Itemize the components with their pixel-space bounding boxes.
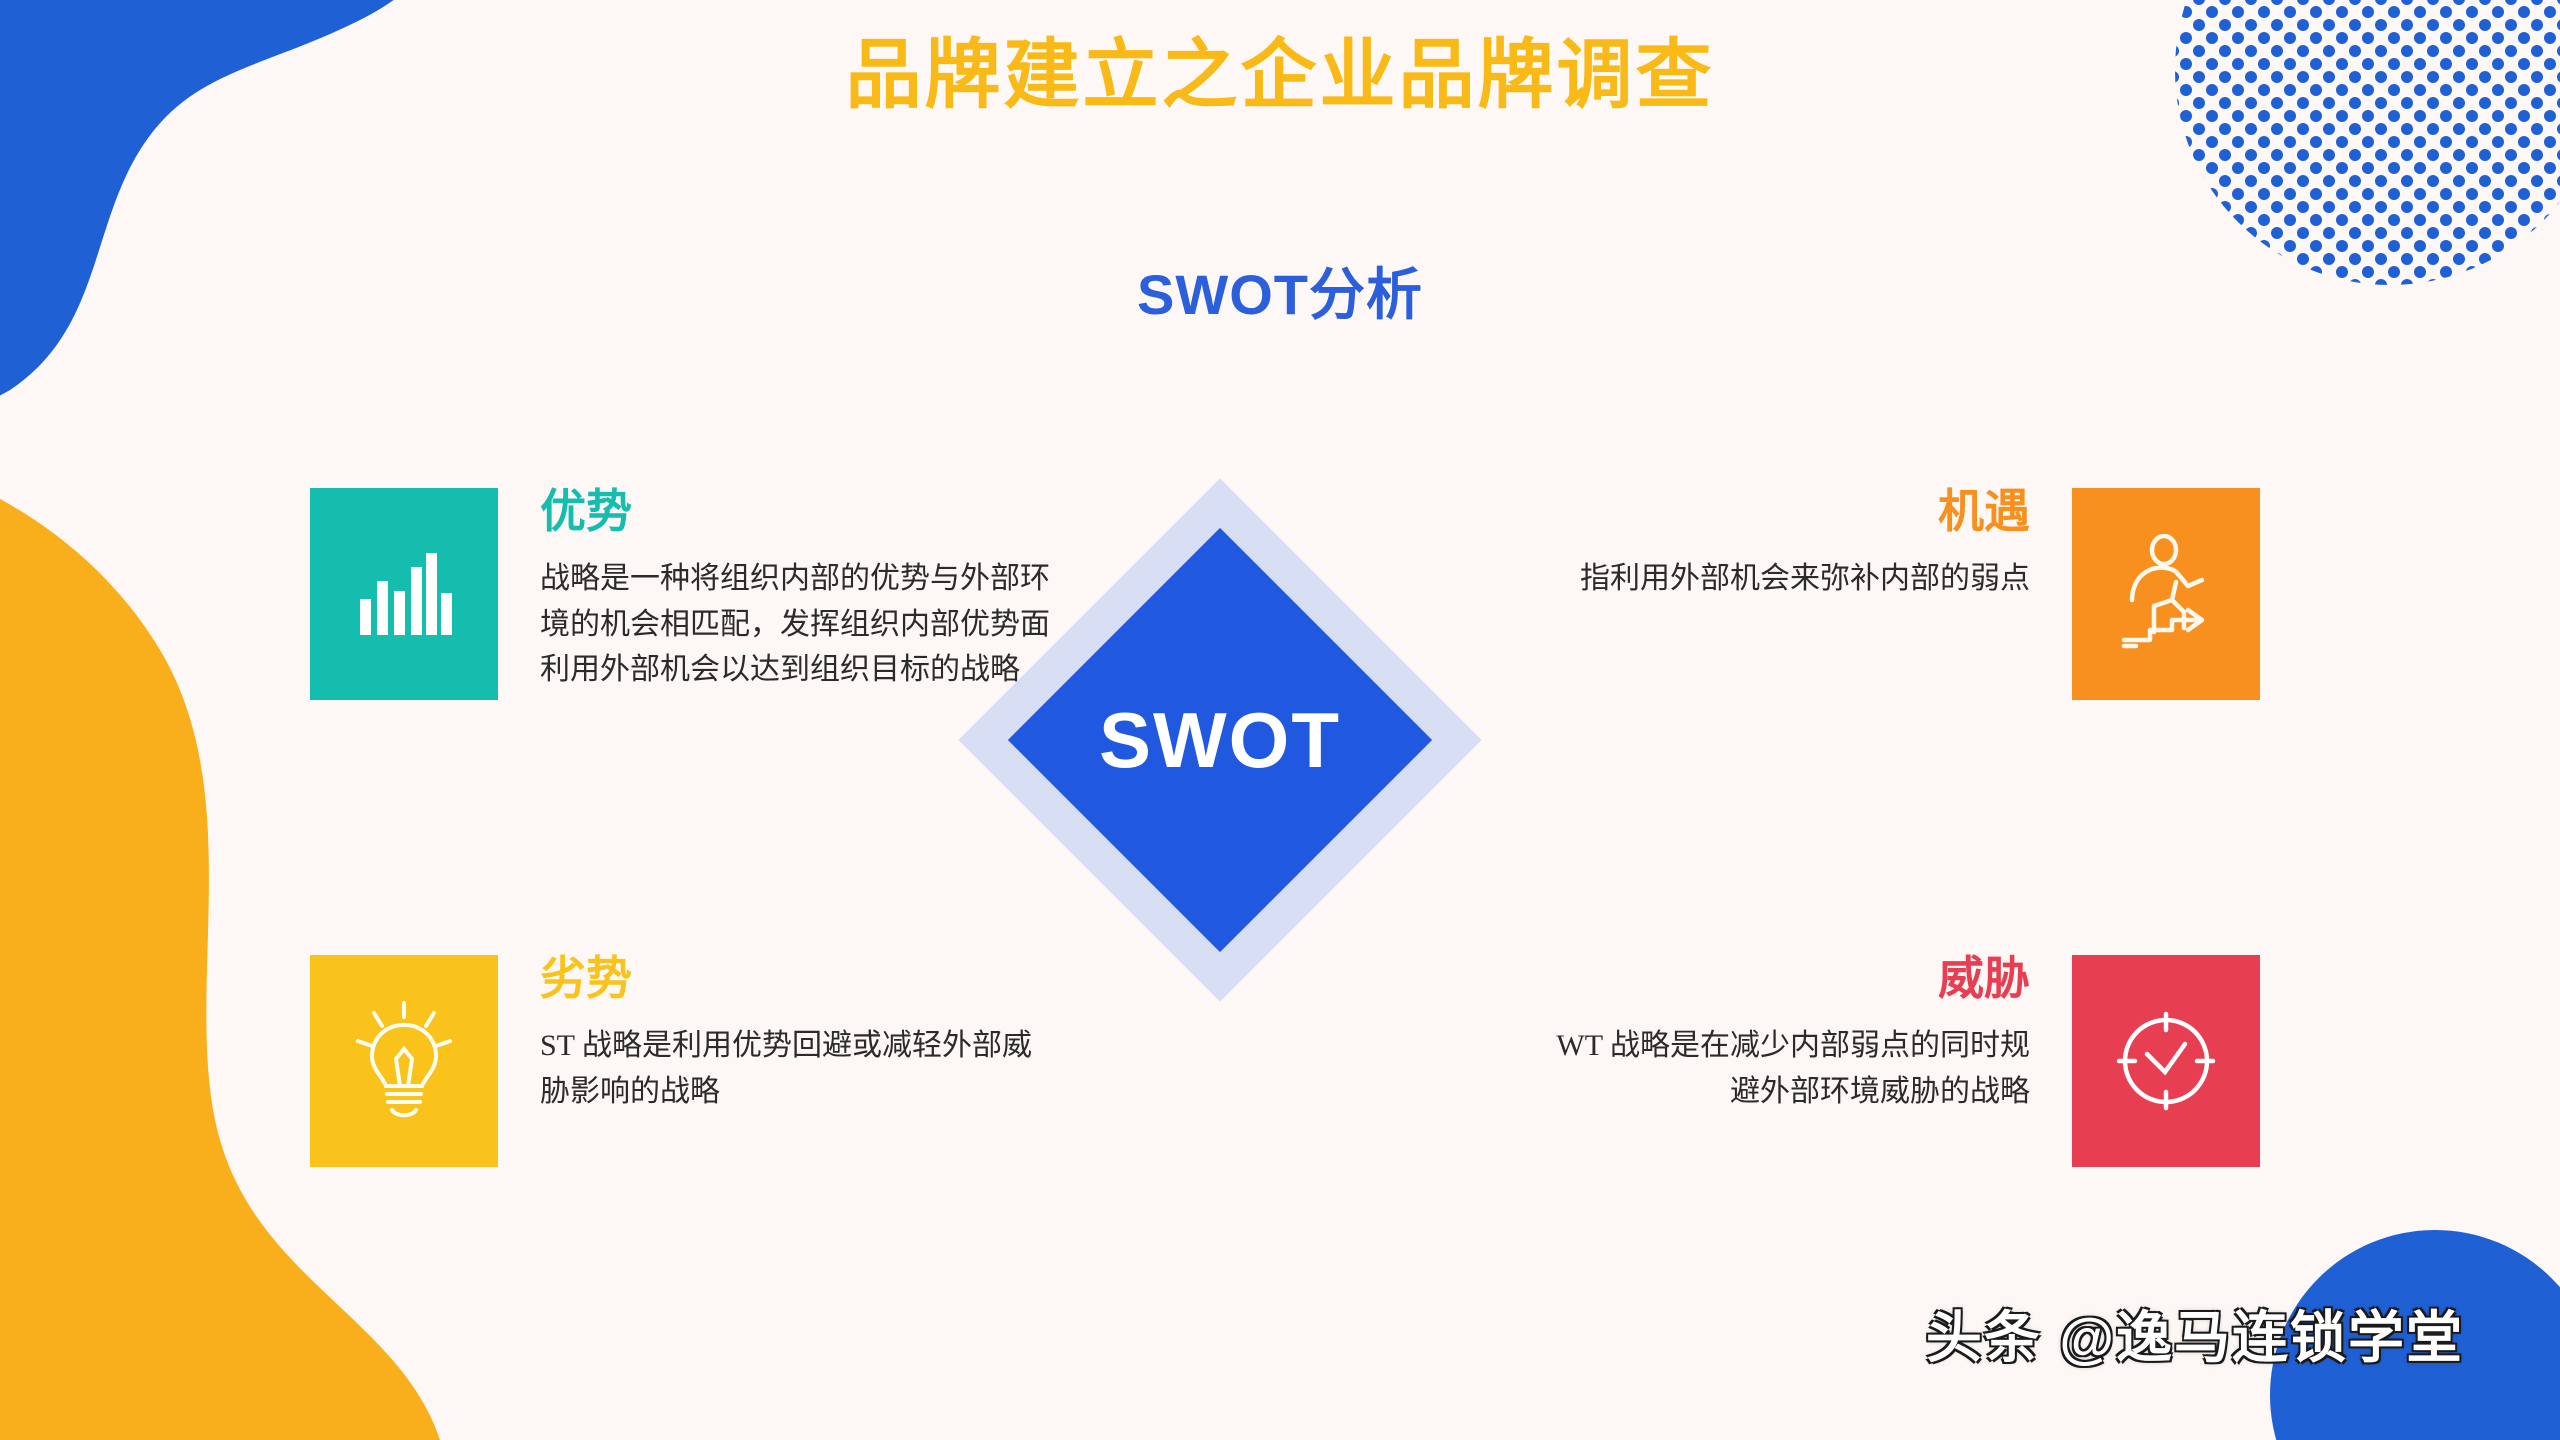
quadrant-strengths-body: 战略是一种将组织内部的优势与外部环境的机会相匹配，发挥组织内部优势面利用外部机会… bbox=[540, 562, 1050, 687]
quadrant-opportunities-text: 机遇 指利用外部机会来弥补内部的弱点 bbox=[1470, 488, 2030, 700]
page-title: 品牌建立之企业品牌调查 bbox=[845, 33, 1715, 118]
person-stairs-icon bbox=[2072, 488, 2260, 700]
swot-center-label: SWOT bbox=[1099, 695, 1341, 784]
quadrant-weaknesses-body: ST 战略是利用优势回避或减轻外部威胁影响的战略 bbox=[540, 1029, 1032, 1108]
bar-chart-icon bbox=[310, 488, 498, 700]
quadrant-opportunities[interactable]: 机遇 指利用外部机会来弥补内部的弱点 bbox=[1470, 488, 2260, 700]
quadrant-opportunities-body: 指利用外部机会来弥补内部的弱点 bbox=[1580, 562, 2030, 595]
title-wrapper: 品牌建立之企业品牌调查 bbox=[0, 34, 2560, 118]
clock-icon bbox=[2072, 955, 2260, 1167]
quadrant-weaknesses[interactable]: 劣势 ST 战略是利用优势回避或减轻外部威胁影响的战略 bbox=[310, 955, 1040, 1167]
quadrant-strengths-heading: 优势 bbox=[540, 485, 632, 537]
subtitle: SWOT分析 bbox=[1137, 263, 1423, 326]
watermark: 头条 @逸马连锁学堂 bbox=[1925, 1306, 2464, 1369]
quadrant-threats[interactable]: 威胁 WT 战略是在减少内部弱点的同时规避外部环境威胁的战略 bbox=[1530, 955, 2260, 1167]
quadrant-threats-heading: 威胁 bbox=[1938, 952, 2030, 1004]
quadrant-strengths[interactable]: 优势 战略是一种将组织内部的优势与外部环境的机会相匹配，发挥组织内部优势面利用外… bbox=[310, 488, 1060, 700]
quadrant-weaknesses-text: 劣势 ST 战略是利用优势回避或减轻外部威胁影响的战略 bbox=[540, 955, 1040, 1167]
quadrant-weaknesses-heading: 劣势 bbox=[540, 952, 632, 1004]
lightbulb-icon bbox=[310, 955, 498, 1167]
quadrant-threats-text: 威胁 WT 战略是在减少内部弱点的同时规避外部环境威胁的战略 bbox=[1530, 955, 2030, 1167]
quadrant-strengths-text: 优势 战略是一种将组织内部的优势与外部环境的机会相匹配，发挥组织内部优势面利用外… bbox=[540, 488, 1060, 700]
quadrant-opportunities-heading: 机遇 bbox=[1938, 485, 2030, 537]
quadrant-threats-body: WT 战略是在减少内部弱点的同时规避外部环境威胁的战略 bbox=[1556, 1029, 2030, 1108]
